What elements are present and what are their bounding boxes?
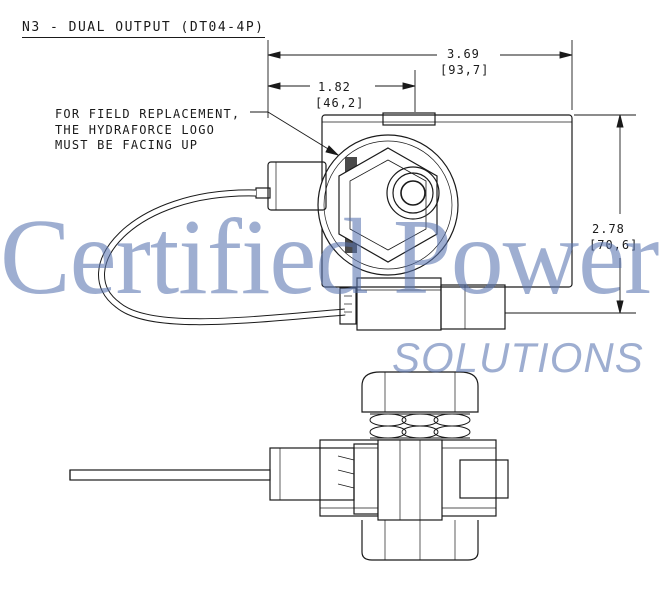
- replacement-note: FOR FIELD REPLACEMENT, THE HYDRAFORCE LO…: [55, 107, 241, 152]
- drawing-title: N3 - DUAL OUTPUT (DT04-4P): [22, 21, 265, 38]
- dimension-overall-width-value: 3.69: [447, 47, 480, 61]
- dimension-center-offset-value: 1.82: [318, 80, 351, 94]
- dimension-center-offset-metric: [46,2]: [315, 96, 365, 110]
- side-view-valve: [69, 371, 509, 561]
- dimension-height-value: 2.78: [592, 222, 625, 236]
- dimension-lines: [250, 40, 636, 314]
- dimension-overall-width-metric: [93,7]: [440, 63, 490, 77]
- top-view-valve: [98, 112, 573, 331]
- dimension-height-metric: [70,6]: [589, 238, 639, 252]
